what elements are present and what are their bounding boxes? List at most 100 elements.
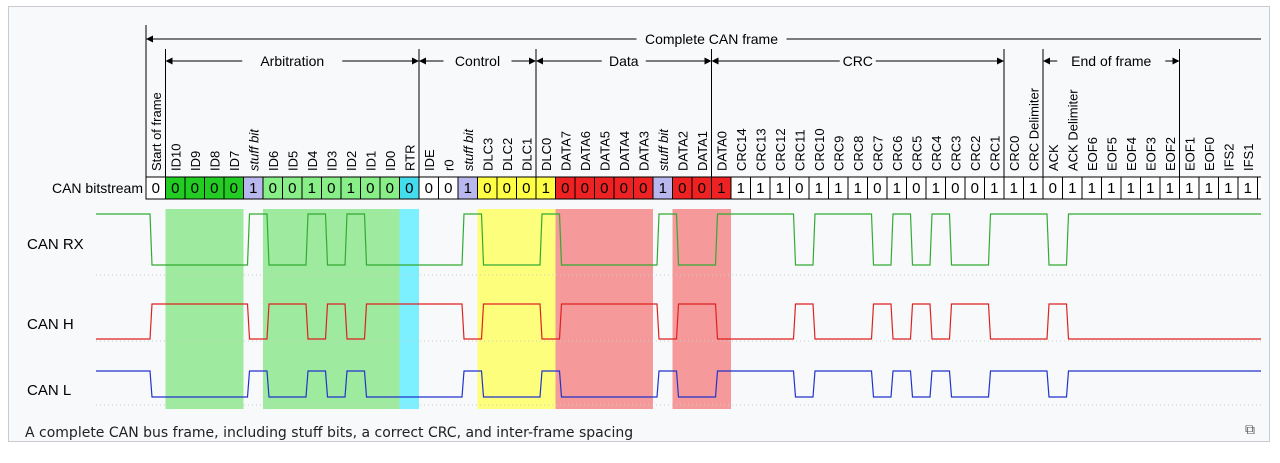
bit-value: 1 [776, 180, 784, 197]
bit-name-label: Start of frame [149, 92, 164, 171]
bit-name-label: ACK [1046, 144, 1061, 171]
section-arrow-head [997, 57, 1004, 65]
highlight-band [555, 209, 653, 409]
bit-value: 0 [620, 180, 628, 197]
bit-name-label: ID2 [344, 151, 359, 171]
bit-name-label: CRC6 [890, 136, 905, 171]
bit-value: 1 [1088, 180, 1096, 197]
bit-value: 0 [912, 180, 920, 197]
highlight-band [399, 209, 419, 409]
can-h-trace [96, 303, 1261, 340]
bit-value: 0 [210, 180, 218, 197]
bit-name-label: DATA1 [695, 131, 710, 171]
figure-caption: A complete CAN bus frame, including stuf… [25, 425, 634, 441]
section-label: End of frame [1071, 53, 1151, 69]
highlight-band [477, 209, 556, 409]
bit-name-label: ID3 [324, 151, 339, 171]
bit-value: 1 [1205, 180, 1213, 197]
bit-name-label: CRC0 [1007, 136, 1022, 171]
bit-name-label: CRC11 [792, 129, 807, 171]
bit-name-label: IDE [422, 149, 437, 171]
bit-name-label: CRC5 [909, 136, 924, 171]
bit-value: 0 [405, 180, 413, 197]
bit-name-label: r0 [441, 159, 456, 171]
bit-name-label: CRC4 [929, 136, 944, 171]
bit-name-label: CRC1 [987, 136, 1002, 171]
bit-name-label: stuff bit [246, 128, 261, 171]
bit-name-label: CRC8 [851, 136, 866, 171]
bit-name-label: IFS2 [1221, 144, 1236, 171]
can-h-label: CAN H [27, 316, 74, 333]
bit-name-label: DATA5 [597, 131, 612, 171]
section-label: Control [455, 53, 500, 69]
bit-value: 1 [737, 180, 745, 197]
bit-value: 0 [327, 180, 335, 197]
bit-value: 0 [795, 180, 803, 197]
bit-name-label: ID5 [285, 151, 300, 171]
bit-value: 0 [873, 180, 881, 197]
bit-name-label: CRC14 [734, 128, 749, 171]
bit-name-label: CRC7 [870, 136, 885, 171]
bit-value: 1 [854, 180, 862, 197]
title-bg [636, 30, 787, 48]
bit-name-label: DATA4 [617, 131, 632, 171]
bit-value: 1 [1185, 180, 1193, 197]
can-l-label: CAN L [27, 382, 71, 399]
bit-name-label: IFS0 [1260, 144, 1261, 171]
bit-value: 1 [756, 180, 764, 197]
bit-name-label: CRC12 [773, 128, 788, 171]
section-label: Data [609, 53, 639, 69]
bit-name-label: CRC10 [812, 128, 827, 171]
section-label-bg [242, 52, 343, 70]
bit-value: 0 [483, 180, 491, 197]
bit-value: 1 [1010, 180, 1018, 197]
bit-value: 0 [230, 180, 238, 197]
bit-value: 1 [815, 180, 823, 197]
section-arrow-head [419, 57, 426, 65]
bit-value: 0 [444, 180, 452, 197]
section-arrow-head [412, 57, 419, 65]
bit-name-label: DLC1 [519, 138, 534, 171]
bit-value: 1 [834, 180, 842, 197]
bit-value: 1 [347, 180, 355, 197]
bit-value: 1 [932, 180, 940, 197]
bit-name-label: stuff bit [461, 128, 476, 171]
bit-value: 0 [288, 180, 296, 197]
bit-value: 1 [1068, 180, 1076, 197]
bit-value: 0 [951, 180, 959, 197]
bit-value: 0 [366, 180, 374, 197]
bit-name-label: CRC2 [968, 136, 983, 171]
highlight-band [672, 209, 731, 409]
bit-value: 0 [425, 180, 433, 197]
bit-name-label: CRC3 [948, 136, 963, 171]
bit-value: 0 [522, 180, 530, 197]
bit-value: 1 [1244, 180, 1252, 197]
bit-value: 1 [1146, 180, 1154, 197]
bit-value: 0 [386, 180, 394, 197]
bit-value: 0 [152, 180, 160, 197]
bit-name-label: DLC3 [480, 138, 495, 171]
bit-name-label: ID6 [266, 151, 281, 171]
bitstream-label: CAN bitstream [52, 180, 143, 196]
bit-value: 1 [1029, 180, 1037, 197]
highlight-band [165, 209, 244, 409]
bit-value: 0 [191, 180, 199, 197]
bit-name-label: ID10 [168, 144, 183, 171]
bit-name-label: ID4 [305, 151, 320, 171]
bit-name-label: ID9 [188, 151, 203, 171]
bit-name-label: ACK Delimiter [1065, 89, 1080, 171]
bit-value: 1 [990, 180, 998, 197]
bit-value: 0 [171, 180, 179, 197]
enlarge-icon[interactable]: ⧉ [1245, 421, 1255, 437]
bit-value: 0 [678, 180, 686, 197]
bit-value: 0 [639, 180, 647, 197]
frame-arrow-head-left [146, 35, 153, 43]
bit-value: 1 [542, 180, 550, 197]
bit-name-label: DATA0 [714, 131, 729, 171]
bit-name-label: EOF6 [1085, 137, 1100, 171]
bit-value: 0 [698, 180, 706, 197]
bit-name-label: RTR [402, 145, 417, 171]
bit-value: 1 [1107, 180, 1115, 197]
bit-value: 0 [561, 180, 569, 197]
